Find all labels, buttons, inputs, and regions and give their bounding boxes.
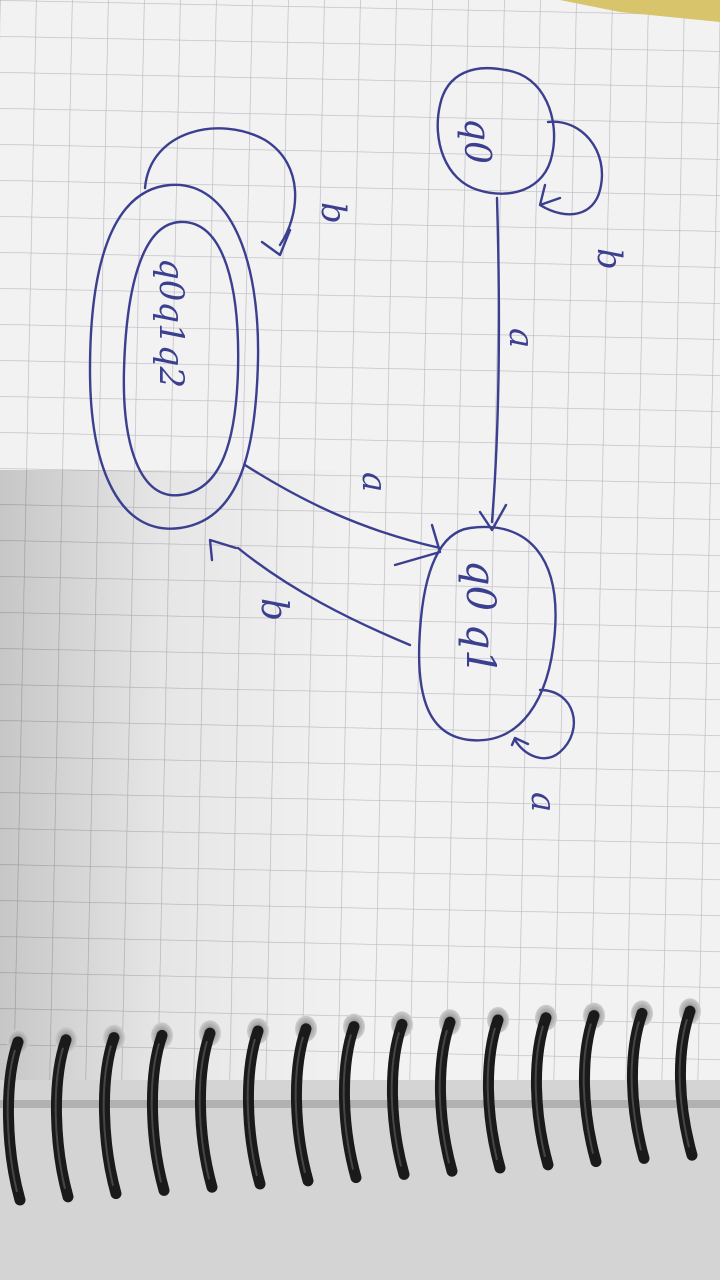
transition-q0-to-q0q1-label: a — [501, 328, 541, 348]
transition-q0q1-self-a-arrow — [510, 688, 576, 760]
transition-q0q1-self-label: a — [523, 792, 563, 812]
state-q0q1q2-inner-circle — [122, 220, 240, 497]
state-q0-circle — [436, 66, 556, 195]
shadow — [0, 470, 360, 1080]
transition-q0q1q2-self-b-arrow — [143, 127, 297, 257]
transition-q0q1q2-to-q0q1-label: a — [354, 472, 394, 492]
transition-q0-self-label: b — [589, 248, 629, 270]
transition-q0q1-to-q0q1q2-arrow — [208, 538, 412, 647]
state-q0q1-label: q0 q1 — [457, 560, 503, 675]
transition-q0q1q2-to-q0q1-arrow — [243, 463, 442, 567]
spiral-binding — [2, 998, 701, 1206]
transition-q0-self-b-arrow — [538, 120, 603, 216]
state-q0-label: q0 — [456, 118, 497, 164]
transition-q0q1-to-q0q1q2-label: b — [253, 598, 294, 621]
transition-q0q1q2-self-label: b — [313, 202, 353, 224]
labels: q0 q0 q1 q0q1q2 b a a b a b — [151, 118, 629, 812]
yellow-desk-edge — [560, 0, 720, 22]
transition-q0-to-q0q1-arrow — [478, 196, 508, 532]
state-q0q1q2-outer-circle — [88, 183, 260, 530]
state-q0q1q2-label: q0q1q2 — [151, 258, 191, 388]
state-diagram — [88, 66, 603, 760]
state-q0q1-circle — [417, 525, 557, 742]
